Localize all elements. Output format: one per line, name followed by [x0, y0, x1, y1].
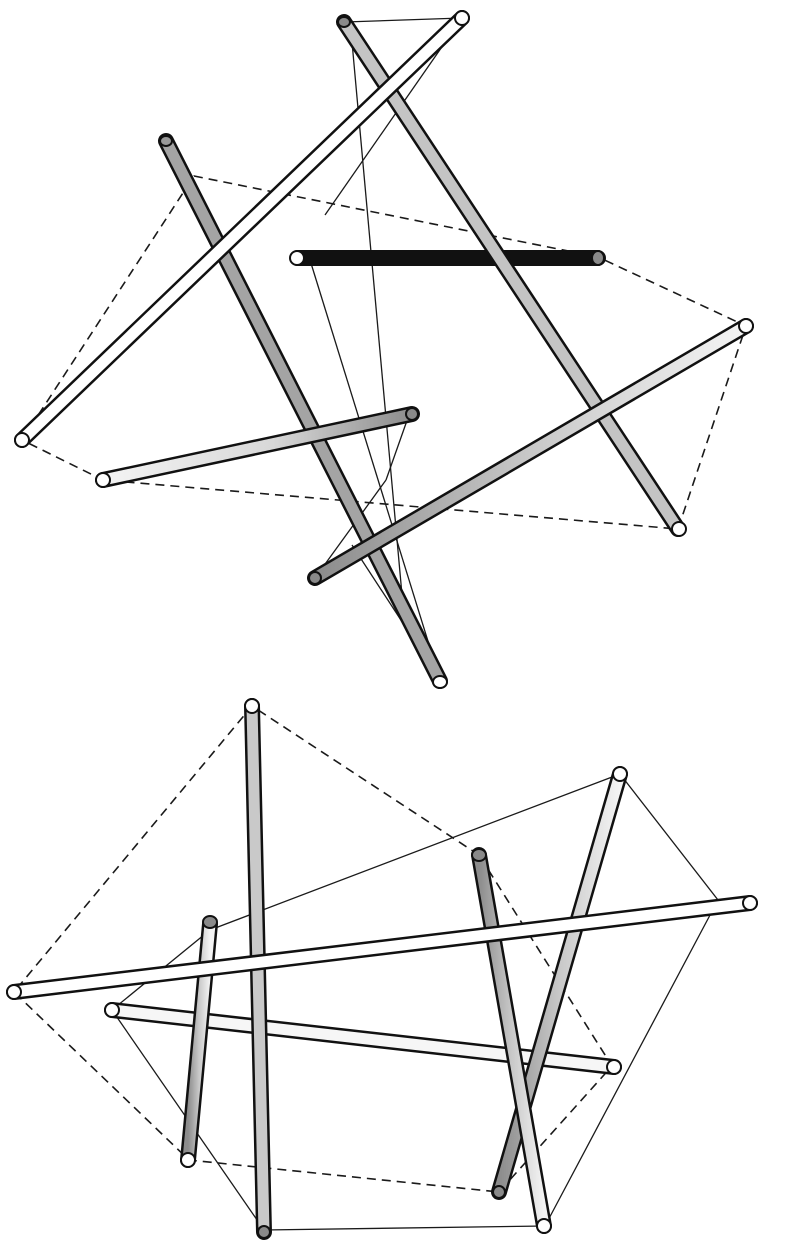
- strut-end-cap: [289, 250, 305, 266]
- upper-cable: [314, 479, 387, 579]
- lower-cable: [209, 773, 621, 931]
- strut-end-cap: [95, 472, 111, 488]
- upper-cable: [344, 17, 463, 23]
- upper-strut-long-diagonal: [336, 14, 687, 537]
- lower-cable: [544, 899, 719, 1227]
- upper-strut-dark-left: [158, 133, 448, 689]
- strut-end-cap: [432, 675, 448, 689]
- strut-end-cap: [14, 432, 30, 448]
- lower-cable: [263, 1225, 546, 1231]
- strut-end-cap: [738, 318, 754, 334]
- upper-cable: [309, 259, 441, 681]
- lower-strut-long-front: [6, 895, 758, 1000]
- lower-strut-right-dark: [471, 847, 552, 1234]
- strut-end-cap: [180, 1152, 196, 1168]
- strut-end-cap: [606, 1059, 622, 1075]
- lower-cable: [619, 773, 719, 901]
- strut-end-cap: [536, 1218, 552, 1234]
- lower-tensegrity: [6, 698, 758, 1240]
- upper-strut-horizontal-short: [289, 250, 606, 266]
- strut-end-cap: [671, 521, 687, 537]
- strut-end-cap: [6, 984, 22, 1000]
- lower-strut-short-left: [180, 915, 218, 1168]
- lower-solid-cables: [111, 773, 719, 1231]
- strut-end-cap: [104, 1002, 120, 1018]
- upper-strut-lower-left: [95, 406, 420, 488]
- strut-end-cap: [742, 895, 758, 911]
- strut-end-cap: [454, 10, 470, 26]
- upper-strut-white-diagonal: [14, 10, 470, 448]
- strut-end-cap: [612, 766, 628, 782]
- upper-tensegrity: [14, 10, 754, 689]
- strut-end-cap: [244, 698, 260, 714]
- lower-strut-right-light: [491, 766, 628, 1200]
- upper-strut-lower-right: [307, 318, 754, 586]
